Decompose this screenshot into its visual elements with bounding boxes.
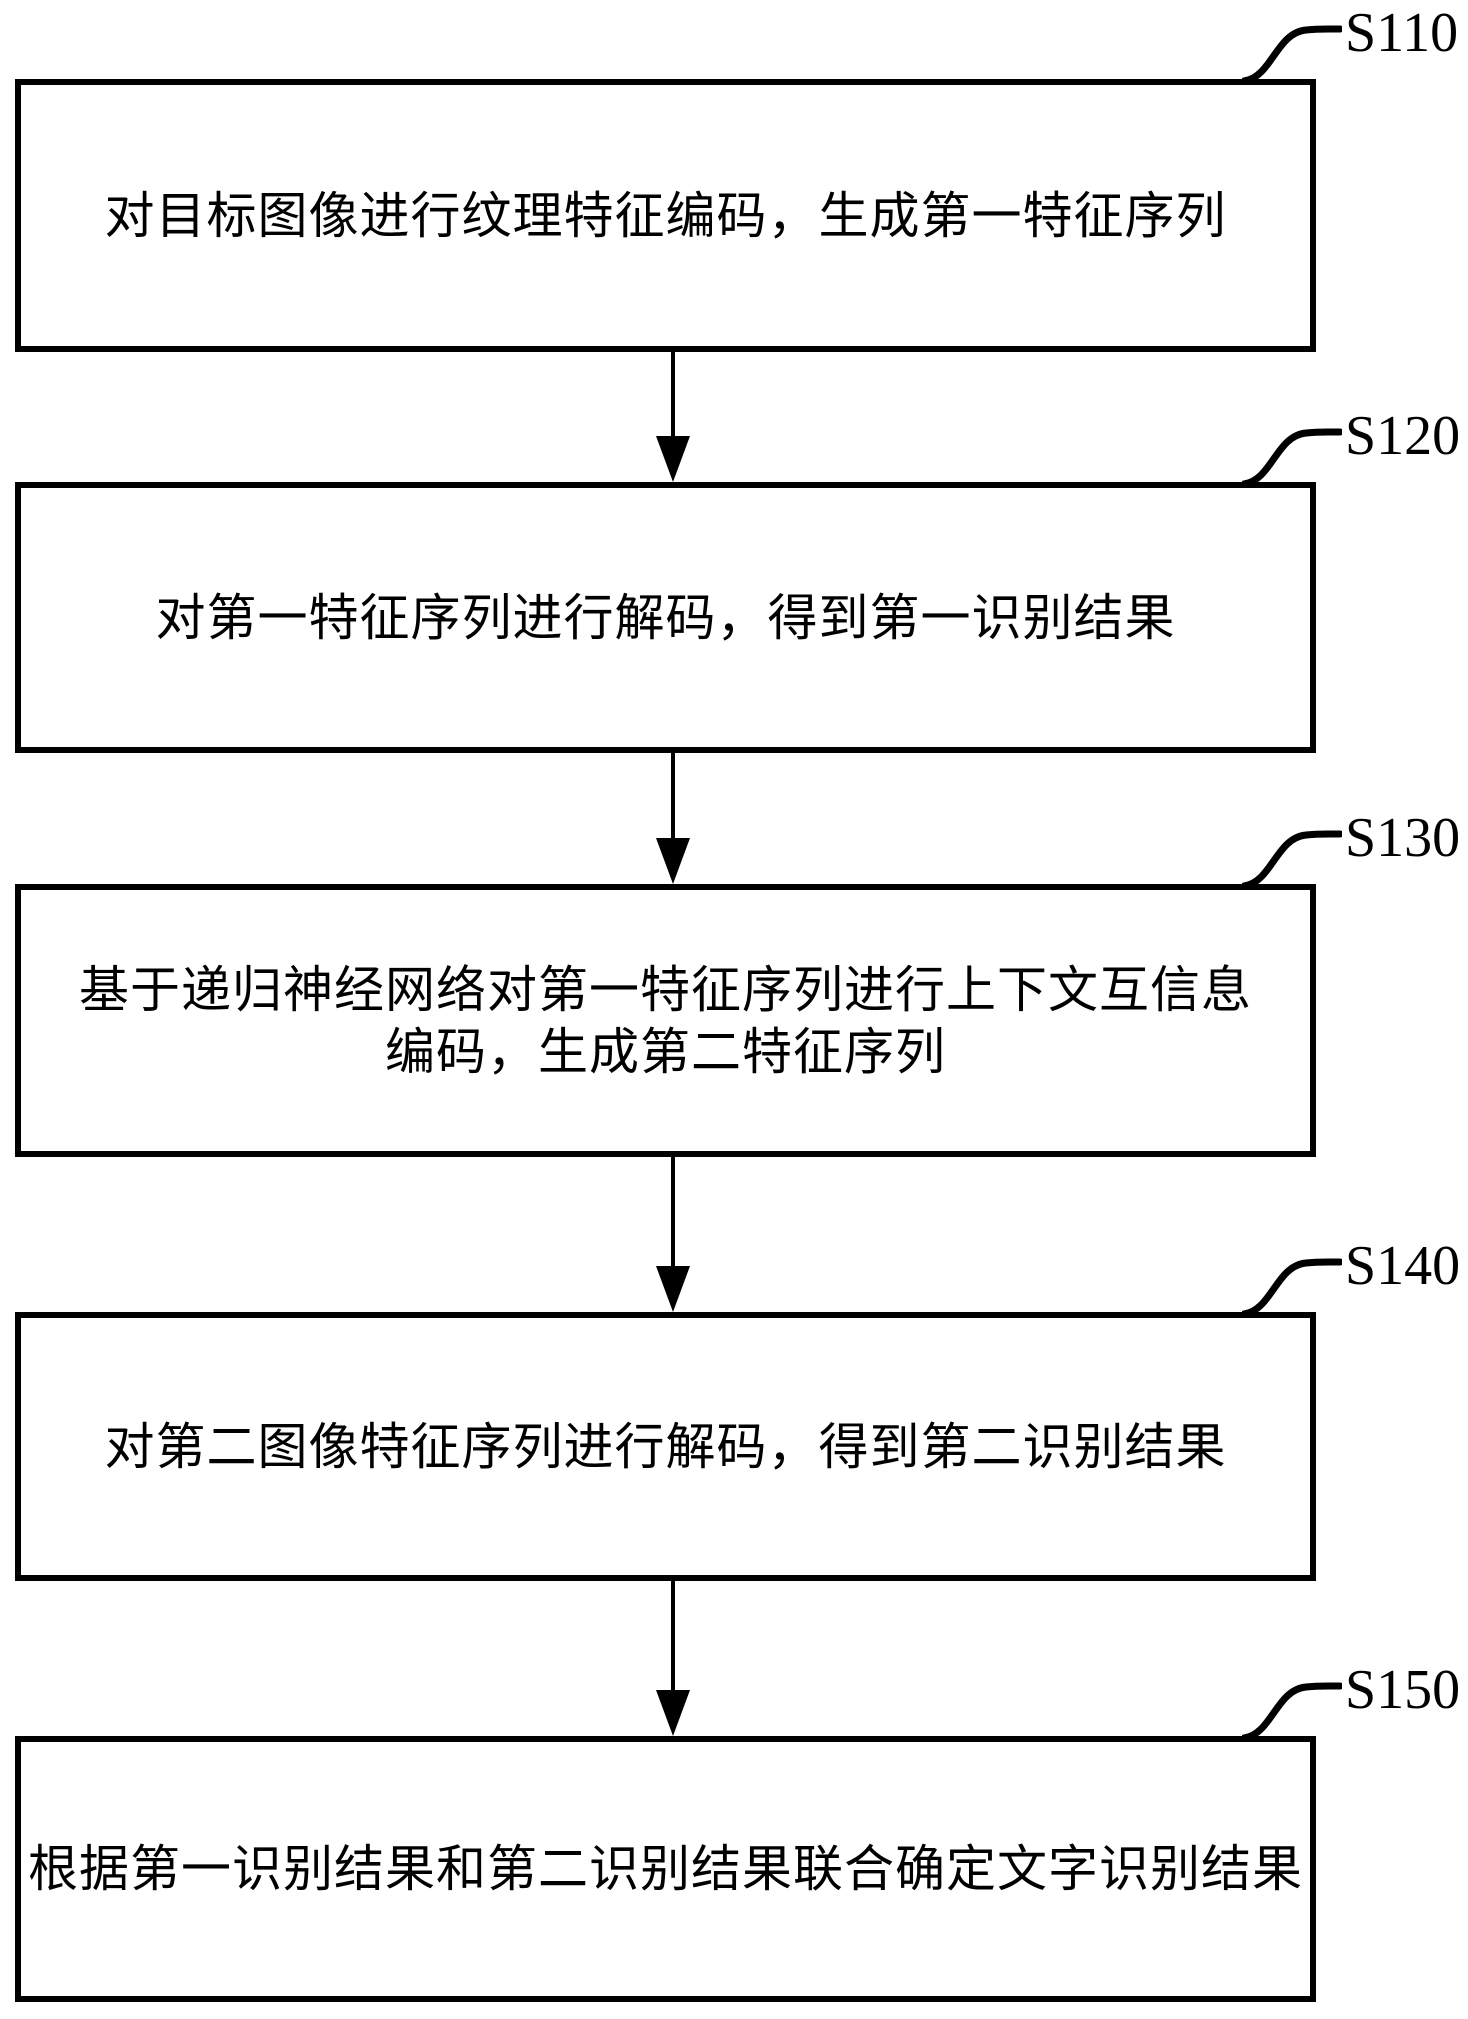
step-label-s140: S140 xyxy=(1345,1235,1461,1297)
flow-arrow-head xyxy=(656,1266,690,1312)
callout-curve-icon xyxy=(1242,1258,1342,1316)
step-box-s120: 对第一特征序列进行解码，得到第一识别结果 xyxy=(15,482,1316,753)
step-text: 根据第一识别结果和第二识别结果联合确定文字识别结果 xyxy=(28,1840,1303,1898)
flow-arrow-head xyxy=(656,436,690,482)
step-box-s150: 根据第一识别结果和第二识别结果联合确定文字识别结果 xyxy=(15,1736,1316,2002)
callout-curve-icon xyxy=(1242,25,1342,83)
callout-curve-icon xyxy=(1242,830,1342,888)
flow-arrow-stem xyxy=(671,1579,675,1692)
step-box-s130: 基于递归神经网络对第一特征序列进行上下文互信息 编码，生成第二特征序列 xyxy=(15,884,1316,1157)
flow-arrow-stem xyxy=(671,350,675,438)
flow-arrow-head xyxy=(656,1690,690,1736)
flow-arrow-stem xyxy=(671,1155,675,1268)
step-text-line-1: 基于递归神经网络对第一特征序列进行上下文互信息 xyxy=(79,960,1252,1019)
step-box-s110: 对目标图像进行纹理特征编码，生成第一特征序列 xyxy=(15,79,1316,352)
step-text-line-2: 编码，生成第二特征序列 xyxy=(385,1022,946,1081)
callout-curve-icon xyxy=(1242,428,1342,486)
step-text: 对第一特征序列进行解码，得到第一识别结果 xyxy=(155,588,1176,647)
step-text: 对第二图像特征序列进行解码，得到第二识别结果 xyxy=(104,1417,1227,1476)
step-label-s120: S120 xyxy=(1345,405,1461,467)
flow-arrow-stem xyxy=(671,751,675,840)
step-label-s150: S150 xyxy=(1345,1659,1461,1721)
step-label-s110: S110 xyxy=(1345,2,1459,64)
step-text: 对目标图像进行纹理特征编码，生成第一特征序列 xyxy=(104,186,1227,245)
flow-arrow-head xyxy=(656,838,690,884)
step-box-s140: 对第二图像特征序列进行解码，得到第二识别结果 xyxy=(15,1312,1316,1581)
step-label-s130: S130 xyxy=(1345,807,1461,869)
callout-curve-icon xyxy=(1242,1682,1342,1740)
